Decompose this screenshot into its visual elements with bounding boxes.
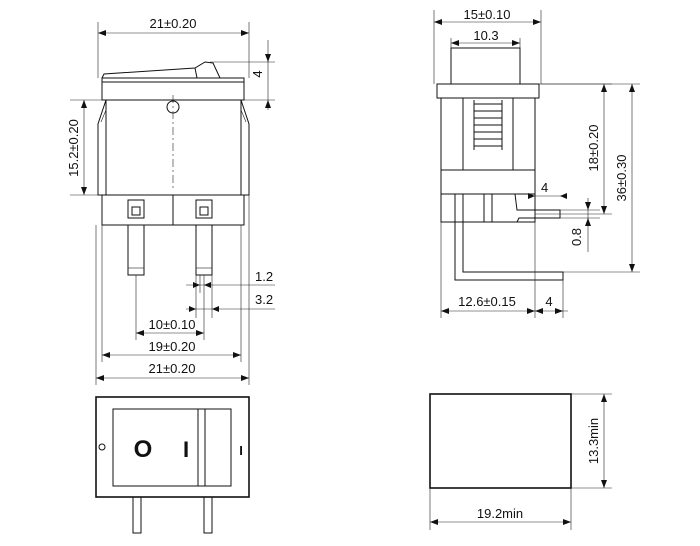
panel-cutout-view: 13.3min 19.2min	[429, 393, 612, 530]
dim-side-actuator-width: 10.3	[473, 28, 498, 43]
dim-side-body-height: 18±0.20	[586, 125, 601, 172]
dim-cutout-height: 13.3min	[586, 418, 601, 464]
dim-cutout-width: 19.2min	[477, 506, 523, 521]
face-off-symbol: O	[134, 436, 153, 463]
dim-actuator-height: 4	[250, 70, 265, 77]
dim-side-base-width: 12.6±0.15	[458, 294, 516, 309]
dim-bottom-width: 21±0.20	[149, 361, 196, 376]
dim-top-width: 21±0.20	[150, 16, 197, 31]
side-spring	[473, 100, 503, 150]
front-pin-left	[127, 224, 145, 276]
dim-side-base-extra: 4	[545, 294, 552, 309]
side-view: 15±0.10 10.3 18±0.20 36±0.30 4 0.8	[433, 7, 640, 318]
side-actuator	[450, 47, 521, 85]
dim-side-top-width: 15±0.10	[464, 7, 511, 22]
face-indicator-dot	[98, 443, 106, 451]
dim-pin-spacing: 3.2	[255, 292, 273, 307]
face-view: O I I	[95, 396, 250, 534]
dim-terminal-offset: 4	[541, 180, 548, 195]
face-rocker	[112, 408, 232, 487]
face-on-symbol: I	[183, 437, 189, 462]
front-body	[105, 100, 242, 196]
side-bezel	[436, 83, 540, 99]
dim-pin-outer: 19±0.20	[149, 339, 196, 354]
face-side-mark: I	[239, 443, 243, 458]
front-actuator	[101, 61, 221, 79]
face-pin-right	[203, 496, 213, 534]
dim-pin-width: 1.2	[255, 269, 273, 284]
dim-terminal-thickness: 0.8	[569, 228, 584, 246]
panel-cutout	[429, 393, 572, 489]
front-view: 21±0.20 4 15.2±0.20 1.2 3.2 10±0.10	[66, 16, 275, 385]
face-pin-left	[132, 496, 142, 534]
dim-pin-center: 10±0.10	[149, 317, 196, 332]
face-frame	[95, 396, 250, 498]
front-bezel	[101, 77, 245, 83]
side-terminal	[454, 222, 564, 281]
dim-side-total-height: 36±0.30	[614, 155, 629, 202]
front-pin-right	[195, 224, 213, 276]
dim-body-height: 15.2±0.20	[66, 119, 81, 177]
